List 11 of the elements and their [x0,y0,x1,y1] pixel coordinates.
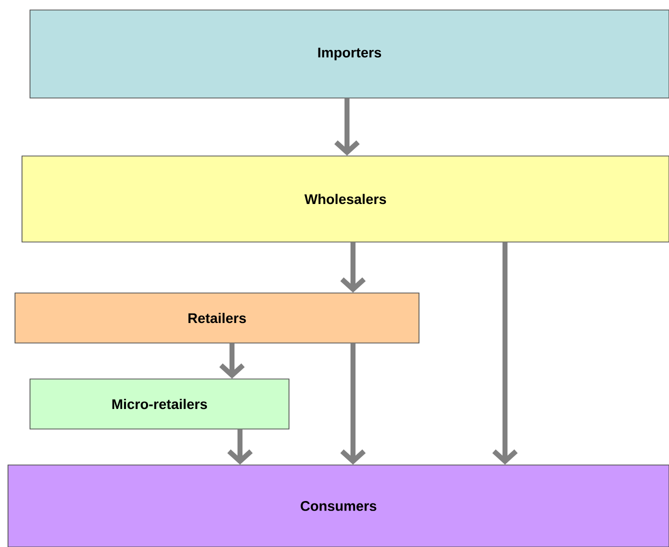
arrow [334,98,360,156]
process-box: Retailers [14,292,420,344]
arrow [492,242,518,465]
arrow [340,242,366,293]
arrow [219,343,245,379]
process-box: Micro-retailers [30,378,290,430]
arrow [340,343,366,465]
process-box: Wholesalers [22,156,669,242]
process-box: Importers [30,10,669,98]
arrow [227,429,253,465]
process-box: Consumers [8,464,669,547]
